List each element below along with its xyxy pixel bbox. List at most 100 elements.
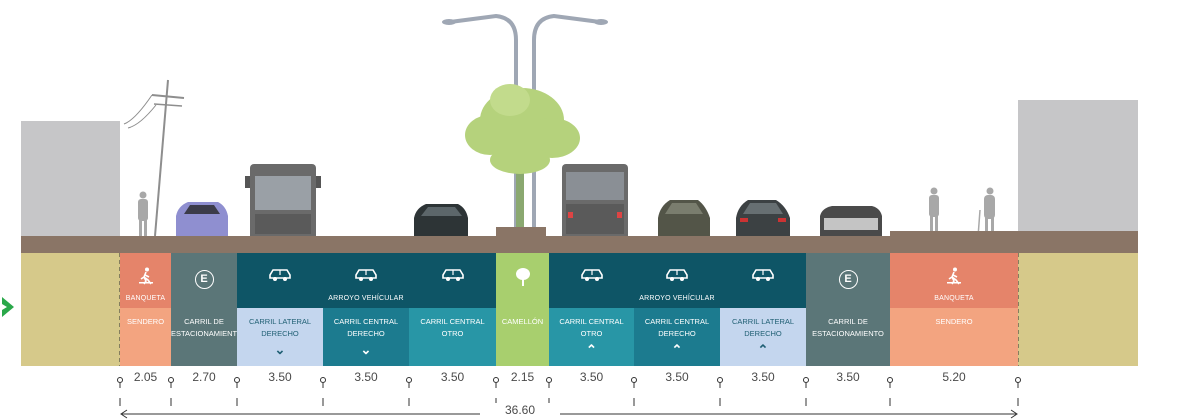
left-building — [21, 121, 120, 236]
car-icon — [237, 267, 323, 285]
lane-body-estacionamiento-izq: CARRIL DE ESTACIONAMIENTO — [171, 308, 243, 366]
arrow-down-icon: ⌄ — [274, 342, 286, 357]
section-width-label: 3.50 — [268, 370, 292, 384]
arrow-up-icon: ⌃ — [586, 342, 597, 357]
dimension-lines — [117, 377, 1021, 419]
lane-body-estacionamiento-der: CARRIL DE ESTACIONAMIENTO — [806, 308, 890, 366]
boundary-pin-icon — [1015, 377, 1021, 406]
classic-car-icon — [820, 206, 882, 242]
ground-surface — [21, 236, 1138, 253]
section-width-label: 2.70 — [192, 370, 216, 384]
median-curb — [496, 227, 546, 253]
dark-car-right-icon — [736, 200, 790, 242]
lane-body-sendero-izq: SENDERO — [120, 308, 171, 366]
lane-header-sendero-izq: BANQUETA — [120, 253, 171, 308]
section-width-label: 3.50 — [665, 370, 689, 384]
boundary-pin-icon — [234, 377, 240, 406]
lane-header-sendero-der: BANQUETA — [890, 253, 1018, 308]
lane-header-estacionamiento-izq: E — [171, 253, 237, 308]
car-icon — [634, 267, 720, 285]
section-width-label: 3.50 — [440, 370, 465, 384]
boundary-pin-icon — [887, 377, 893, 406]
left-soil — [21, 253, 120, 366]
lane-label: CARRIL CENTRAL OTRO — [559, 317, 624, 338]
arrow-down-icon: ⌄ — [360, 342, 372, 357]
lane-header-text: ARROYO VEHÍCULAR — [328, 295, 404, 302]
arrow-up-icon: ⌃ — [757, 342, 769, 357]
parking-icon: E — [806, 267, 890, 289]
section-width-label: 3.50 — [354, 370, 378, 384]
lane-label: CAMELLÓN — [501, 317, 544, 326]
lane-body-central-der-der: CARRIL CENTRAL DERECHO ⌃ — [634, 308, 720, 366]
section-width-label: 3.50 — [751, 370, 775, 384]
pedestrian-right-2-icon — [977, 187, 995, 238]
boundary-pin-icon — [406, 377, 412, 406]
section-width-label: 2.15 — [510, 370, 535, 384]
lane-header-central-otro-izq — [409, 253, 496, 308]
bus-left-icon — [245, 164, 321, 242]
arrow-up-icon: ⌃ — [671, 342, 683, 357]
utility-pole-icon — [123, 79, 185, 237]
section-width-label: 3.50 — [836, 370, 860, 384]
lane-body-central-otro-izq: CARRIL CENTRAL OTRO — [409, 308, 496, 366]
boundary-pin-icon — [168, 377, 174, 406]
lane-header-text: BANQUETA — [125, 295, 166, 302]
lane-header-central-der-der: ARROYO VEHÍCULAR — [634, 253, 720, 308]
section-width-label: 5.20 — [942, 370, 966, 384]
parking-letter: E — [194, 270, 214, 289]
section-width-label: 3.50 — [579, 370, 604, 384]
right-building — [1018, 100, 1138, 236]
pedestrian-icon — [120, 267, 171, 288]
lane-body-lateral-der: CARRIL LATERAL DERECHO ⌃ — [720, 308, 806, 366]
car-icon — [720, 267, 806, 285]
street-lamp-icon — [449, 13, 601, 236]
olive-car-icon — [658, 200, 710, 242]
car-icon — [323, 267, 409, 285]
lane-label: CARRIL CENTRAL DERECHO — [333, 317, 399, 338]
dark-car-left-icon — [414, 204, 468, 242]
median-tree-icon — [465, 84, 580, 230]
pedestrian-right-1-icon — [929, 187, 939, 237]
boundary-pin-icon — [546, 377, 552, 406]
boundary-pin-icon — [493, 377, 499, 406]
lane-header-lateral-der — [720, 253, 806, 308]
lane-header-estacionamiento-der: E — [806, 253, 890, 308]
section-width-label: 2.05 — [133, 370, 158, 384]
lane-label: CARRIL LATERAL DERECHO — [248, 317, 312, 338]
tree-icon — [496, 267, 549, 290]
lane-header-central-otro-der — [549, 253, 634, 308]
bus-right-icon — [562, 164, 628, 242]
lane-label: CARRIL CENTRAL OTRO — [420, 317, 485, 338]
boundary-pin-icon — [117, 377, 123, 406]
chevron-right-icon — [2, 297, 14, 317]
pedestrian-icon — [890, 267, 1018, 288]
lane-header-central-der-izq: ARROYO VEHÍCULAR — [323, 253, 409, 308]
nav-arrow-button[interactable] — [0, 294, 20, 320]
lane-body-central-der-izq: CARRIL CENTRAL DERECHO ⌄ — [323, 308, 409, 366]
lane-body-central-otro-der: CARRIL CENTRAL OTRO ⌃ — [549, 308, 634, 366]
boundary-pin-icon — [631, 377, 637, 406]
lane-label: CARRIL CENTRAL DERECHO — [644, 317, 710, 338]
lane-header-camellon — [496, 253, 549, 308]
lane-body-sendero-der: SENDERO — [890, 308, 1018, 366]
total-width-label: 36.60 — [480, 403, 560, 417]
parking-letter: E — [838, 270, 858, 289]
purple-car-icon — [176, 202, 228, 242]
car-icon — [549, 267, 634, 285]
boundary-pin-icon — [803, 377, 809, 406]
lane-label: SENDERO — [935, 317, 973, 326]
lane-label: CARRIL DE ESTACIONAMIENTO — [171, 317, 243, 338]
lane-header-text: ARROYO VEHÍCULAR — [639, 295, 715, 302]
lane-label: CARRIL LATERAL DERECHO — [731, 317, 795, 338]
lane-label: CARRIL DE ESTACIONAMIENTO — [812, 317, 884, 338]
lane-header-lateral-izq — [237, 253, 323, 308]
car-icon — [409, 267, 496, 285]
lane-body-camellon: CAMELLÓN — [496, 308, 549, 366]
pedestrian-left-icon — [138, 191, 148, 236]
parking-icon: E — [171, 267, 237, 289]
right-soil — [1018, 253, 1138, 366]
boundary-pin-icon — [320, 377, 326, 406]
right-sidewalk-raised — [890, 231, 1138, 253]
boundary-pin-icon — [717, 377, 723, 406]
